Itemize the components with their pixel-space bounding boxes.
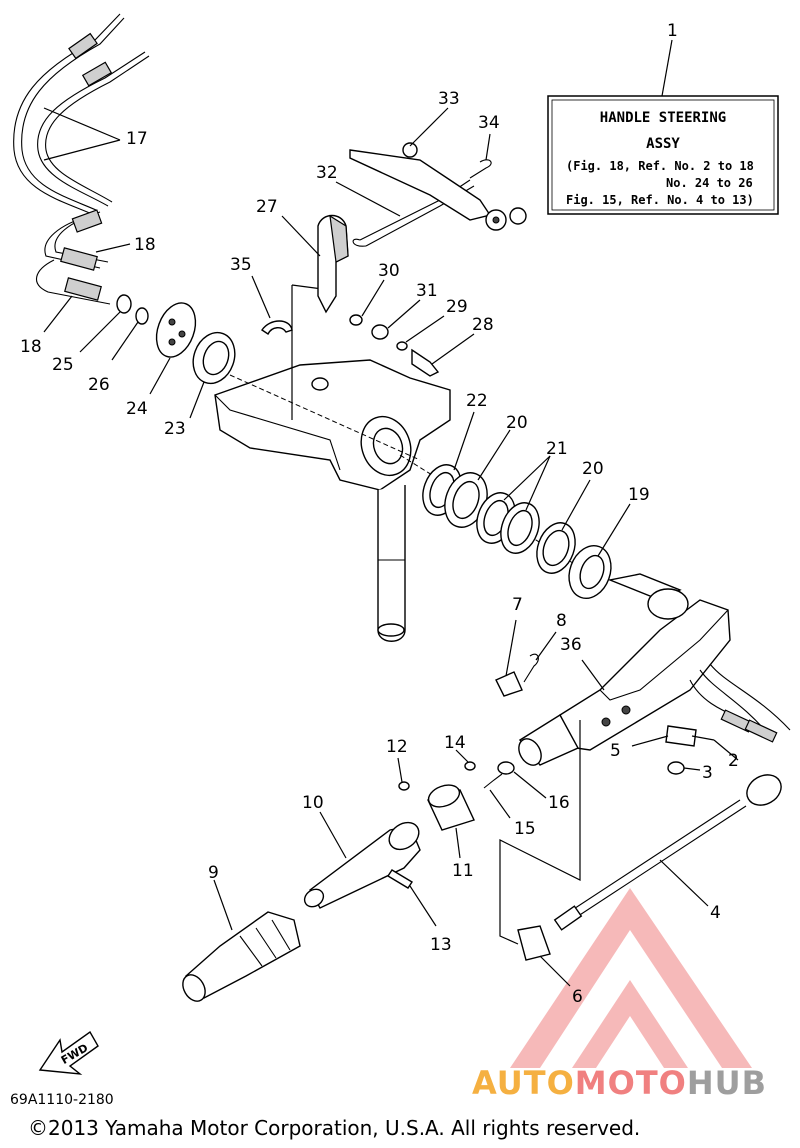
cable-4 (553, 774, 782, 931)
watermark-moto: MOTO (574, 1064, 687, 1102)
callout-31: 31 (416, 281, 438, 301)
callout-29: 29 (446, 297, 468, 317)
callout-6: 6 (572, 987, 583, 1007)
info-box-line1: HANDLE STEERING (600, 110, 726, 126)
callout-21: 21 (546, 439, 568, 459)
parts-7-8 (495, 619, 557, 697)
callout-10: 10 (302, 793, 324, 813)
pulley-parts (79, 294, 197, 395)
callout-12: 12 (386, 737, 408, 757)
callout-32: 32 (316, 163, 338, 183)
info-box-line2: ASSY (646, 136, 680, 152)
callout-15: 15 (514, 819, 536, 839)
callout-19: 19 (628, 485, 650, 505)
info-box-line3: (Fig. 18, Ref. No. 2 to 18 (566, 159, 754, 173)
callout-4: 4 (710, 903, 721, 923)
callout-5: 5 (610, 741, 621, 761)
part-6 (499, 720, 581, 987)
washer-stack (422, 411, 631, 599)
callout-28: 28 (472, 315, 494, 335)
info-box-line4: No. 24 to 26 (666, 176, 753, 190)
callout-20a: 20 (506, 413, 528, 433)
fasteners-28-31 (349, 279, 475, 377)
callout-18a: 18 (134, 235, 156, 255)
callout-11: 11 (452, 861, 474, 881)
callout-17: 17 (126, 129, 148, 149)
callout-2: 2 (728, 751, 739, 771)
callout-7: 7 (512, 595, 523, 615)
collar-11 (427, 784, 475, 859)
callout-14: 14 (444, 733, 466, 753)
callout-35: 35 (230, 255, 252, 275)
callout-36: 36 (560, 635, 582, 655)
callout-3: 3 (702, 763, 713, 783)
steering-handle-arm (518, 573, 791, 775)
seal-23 (189, 331, 236, 419)
callout-23: 23 (164, 419, 186, 439)
callout-26: 26 (88, 375, 110, 395)
callout-9: 9 (208, 863, 219, 883)
callout-16: 16 (548, 793, 570, 813)
throttle-cables (13, 13, 150, 333)
callout-30: 30 (378, 261, 400, 281)
info-box: HANDLE STEERING ASSY (Fig. 18, Ref. No. … (547, 39, 779, 215)
parts-12-16 (397, 749, 547, 819)
watermark-hub: HUB (686, 1064, 768, 1102)
callout-22: 22 (466, 391, 488, 411)
watermark-brand: AUTOMOTOHUB (472, 1064, 767, 1102)
callout-1: 1 (667, 21, 678, 41)
callout-8: 8 (556, 611, 567, 631)
shaft-10 (303, 811, 437, 927)
grip-9 (182, 879, 301, 1002)
callout-25: 25 (52, 355, 74, 375)
lever-assembly (281, 107, 527, 314)
callout-labels: 1 2 3 4 5 6 7 8 9 10 11 12 13 14 15 16 1… (20, 21, 739, 1007)
callout-20b: 20 (582, 459, 604, 479)
clip-35 (251, 275, 293, 336)
callout-13: 13 (430, 935, 452, 955)
watermark-auto: AUTO (472, 1064, 575, 1102)
fwd-arrow-icon: FWD (38, 1030, 99, 1075)
callout-34: 34 (478, 113, 500, 133)
info-box-line5: Fig. 15, Ref. No. 4 to 13) (566, 193, 754, 207)
diagram-code: 69A1110-2180 (10, 1092, 114, 1108)
watermark-logo (510, 888, 752, 1068)
callout-24: 24 (126, 399, 148, 419)
steering-bracket (214, 284, 601, 642)
callout-18b: 18 (20, 337, 42, 357)
callout-33: 33 (438, 89, 460, 109)
copyright-text: ©2013 Yamaha Motor Corporation, U.S.A. A… (28, 1116, 641, 1140)
callout-27: 27 (256, 197, 278, 217)
